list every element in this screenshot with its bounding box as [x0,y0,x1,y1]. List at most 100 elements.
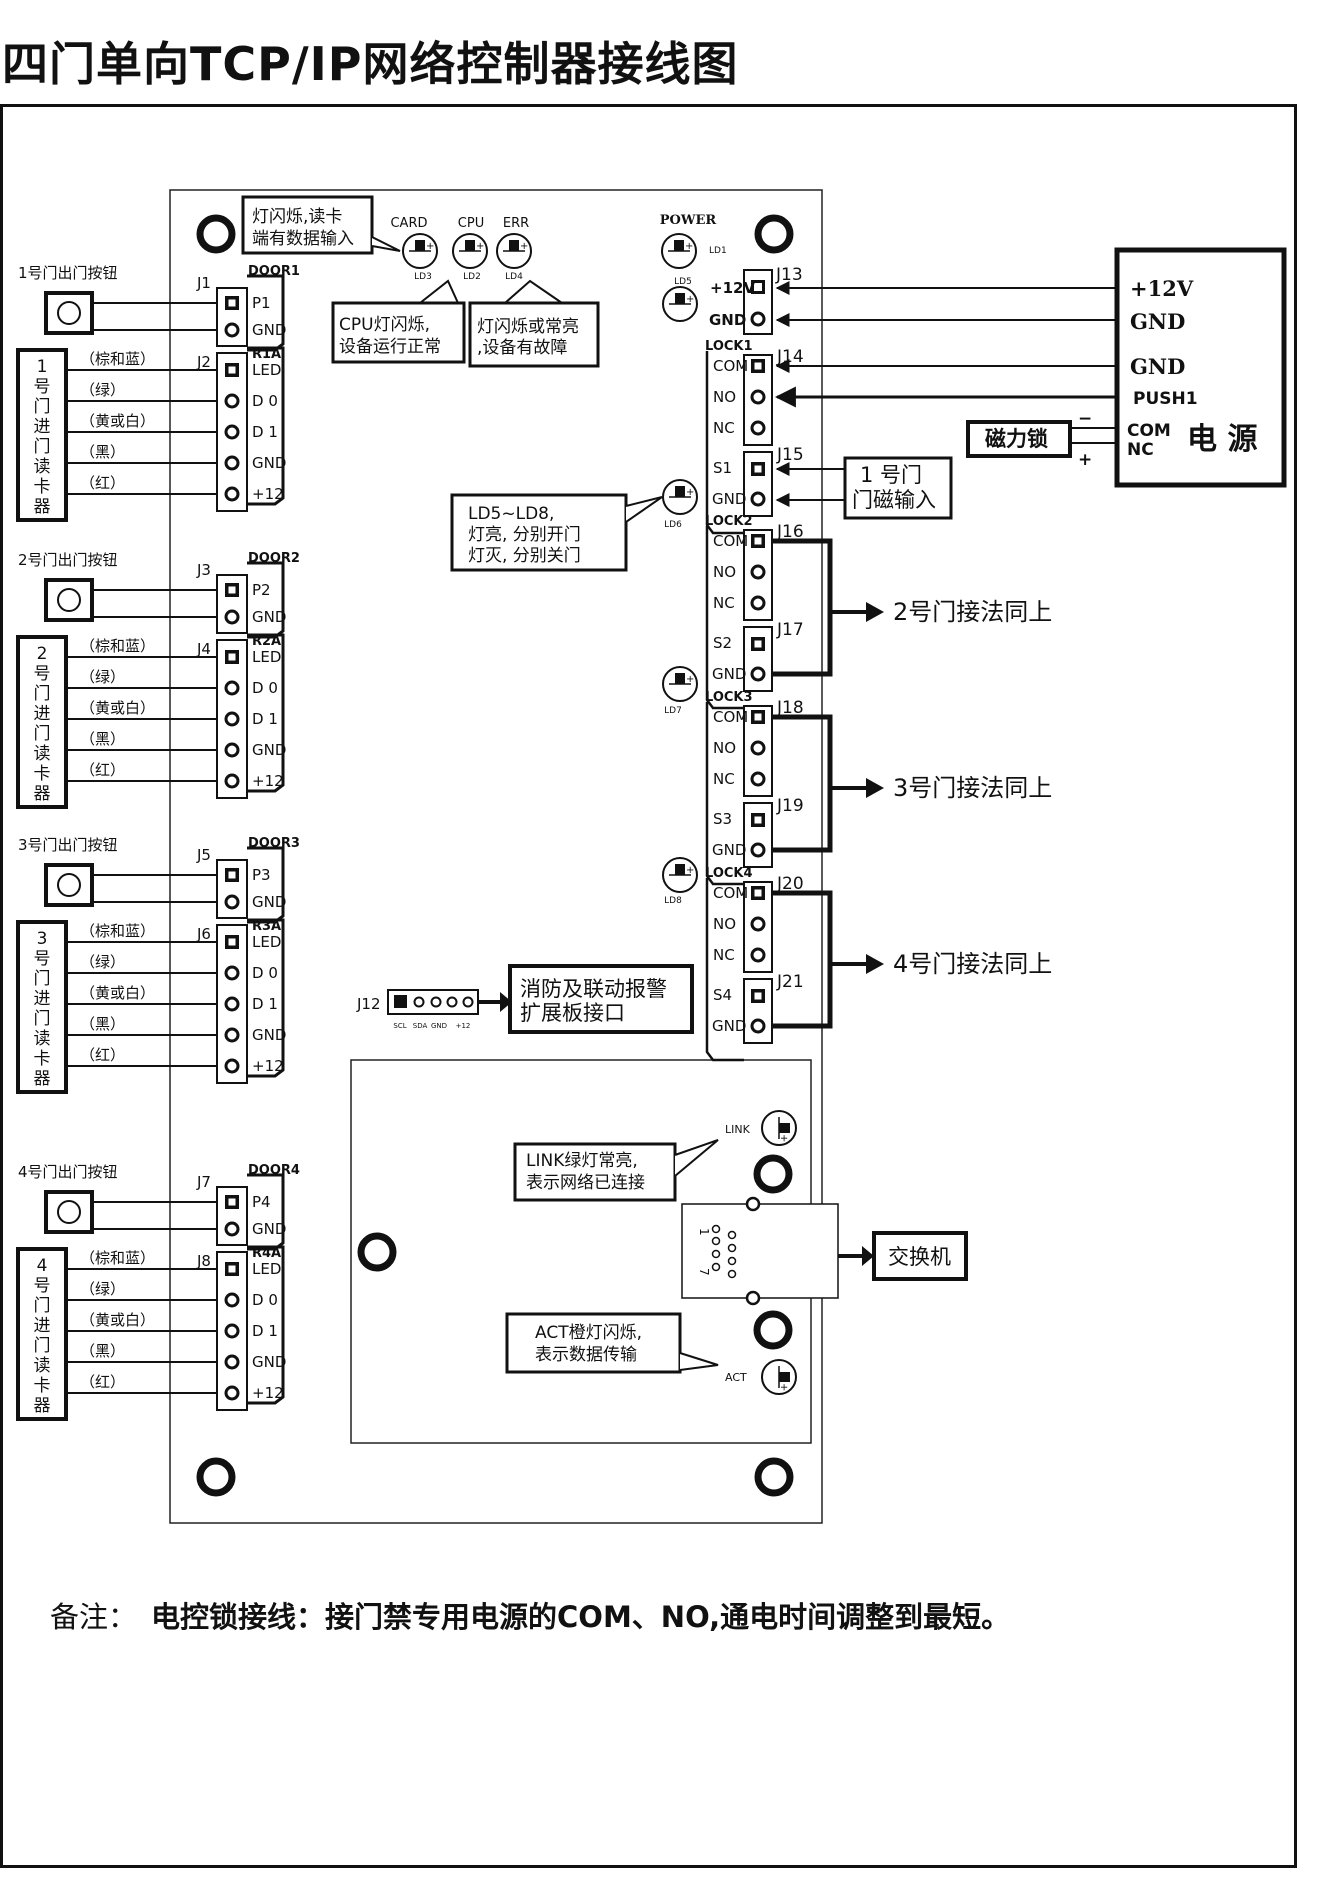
svg-text:号: 号 [34,664,51,684]
svg-text:J7: J7 [196,1173,211,1191]
svg-text:1: 1 [697,1228,711,1236]
svg-text:CARD: CARD [390,216,427,231]
svg-text:3号门出门按钮: 3号门出门按钮 [18,836,118,854]
svg-text:2号门出门按钮: 2号门出门按钮 [18,551,118,569]
svg-text:J20: J20 [776,874,804,894]
svg-text:D 0: D 0 [252,392,278,410]
svg-text:LD4: LD4 [505,272,523,282]
svg-text:GND: GND [431,1022,447,1030]
svg-text:（红）: （红） [80,474,125,492]
svg-text:J6: J6 [196,925,211,943]
svg-text:LINK: LINK [725,1123,751,1136]
svg-text:J3: J3 [196,561,211,579]
svg-text:S2: S2 [713,634,732,652]
svg-text:J17: J17 [776,620,804,640]
mount-hole [200,218,232,250]
svg-text:S4: S4 [713,986,732,1004]
svg-text:R1A: R1A [252,347,281,362]
svg-text:LD1: LD1 [709,246,727,256]
svg-text:灯闪烁,读卡: 灯闪烁,读卡 [252,207,342,227]
diagram-frame [0,104,1297,1868]
svg-text:R3A: R3A [252,919,281,934]
mount-hole [758,218,790,250]
svg-text:+: + [1078,450,1092,470]
svg-text:4: 4 [37,1256,48,1276]
svg-text:D 1: D 1 [252,1322,278,1340]
svg-text:LINK绿灯常亮,: LINK绿灯常亮, [526,1151,638,1171]
mount-hole [758,1461,790,1493]
svg-text:D 1: D 1 [252,423,278,441]
led-card: CARD LD3 [390,216,438,282]
svg-text:7: 7 [697,1268,711,1276]
remark-note: 备注：电控锁接线：接门禁专用电源的COM、NO,通电时间调整到最短。 [50,1594,1010,1636]
svg-text:J5: J5 [196,846,211,864]
svg-text:3: 3 [37,929,48,949]
svg-text:LED: LED [252,648,281,666]
svg-text:ERR: ERR [503,216,529,231]
svg-text:SDA: SDA [413,1022,428,1030]
svg-text:门: 门 [34,724,51,744]
svg-text:GND: GND [252,1353,286,1371]
svg-text:NO: NO [713,915,736,933]
svg-text:+12V: +12V [1130,276,1194,301]
svg-text:−: − [1078,409,1092,429]
svg-text:设备运行正常: 设备运行正常 [339,337,441,357]
svg-text:LED: LED [252,933,281,951]
svg-text:4号门出门按钮: 4号门出门按钮 [18,1163,118,1181]
svg-text:J4: J4 [196,640,211,658]
svg-text:GND: GND [252,893,286,911]
svg-text:LED: LED [252,361,281,379]
led-ld5: LD5 [662,277,698,322]
svg-text:（红）: （红） [80,1373,125,1391]
svg-text:COM: COM [713,708,748,726]
svg-text:门: 门 [34,1296,51,1316]
magnetic-lock: 磁力锁 − + [966,409,1092,470]
svg-text:进: 进 [34,417,51,437]
svg-text:（绿）: （绿） [80,1280,125,1298]
svg-text:GND: GND [252,321,286,339]
svg-text:1: 1 [37,357,48,377]
svg-text:NC: NC [713,946,735,964]
svg-text:+12: +12 [252,485,284,503]
page-title: 四门单向TCP/IP网络控制器接线图 [2,37,739,91]
svg-text:COM: COM [713,357,748,375]
svg-text:J21: J21 [776,972,804,992]
svg-text:LED: LED [252,1260,281,1278]
svg-text:LD8: LD8 [664,896,682,906]
svg-text:2号门接法同上: 2号门接法同上 [893,598,1052,626]
svg-text:（棕和蓝）: （棕和蓝） [80,922,155,940]
svg-text:+12V: +12V [710,279,755,297]
svg-text:CPU: CPU [458,216,484,231]
svg-text:S3: S3 [713,810,732,828]
svg-text:D 0: D 0 [252,679,278,697]
svg-text:（黄或白）: （黄或白） [80,699,155,717]
svg-text:COM: COM [713,884,748,902]
svg-text:DOOR2: DOOR2 [248,551,300,566]
svg-text:NO: NO [713,739,736,757]
svg-text:LOCK4: LOCK4 [705,866,753,881]
svg-text:进: 进 [34,1316,51,1336]
svg-text:（黄或白）: （黄或白） [80,412,155,430]
svg-text:J2: J2 [196,353,211,371]
svg-text:门: 门 [34,969,51,989]
svg-text:LD5: LD5 [674,277,692,287]
svg-text:GND: GND [1130,309,1185,334]
svg-text:DOOR4: DOOR4 [248,1163,300,1178]
svg-text:门: 门 [34,437,51,457]
svg-text:LD3: LD3 [414,272,432,282]
svg-text:（绿）: （绿） [80,953,125,971]
svg-text:GND: GND [252,454,286,472]
svg-text:POWER: POWER [660,213,717,228]
svg-text:S1: S1 [713,459,732,477]
svg-text:,设备有故障: ,设备有故障 [477,338,567,358]
svg-text:J8: J8 [196,1252,211,1270]
